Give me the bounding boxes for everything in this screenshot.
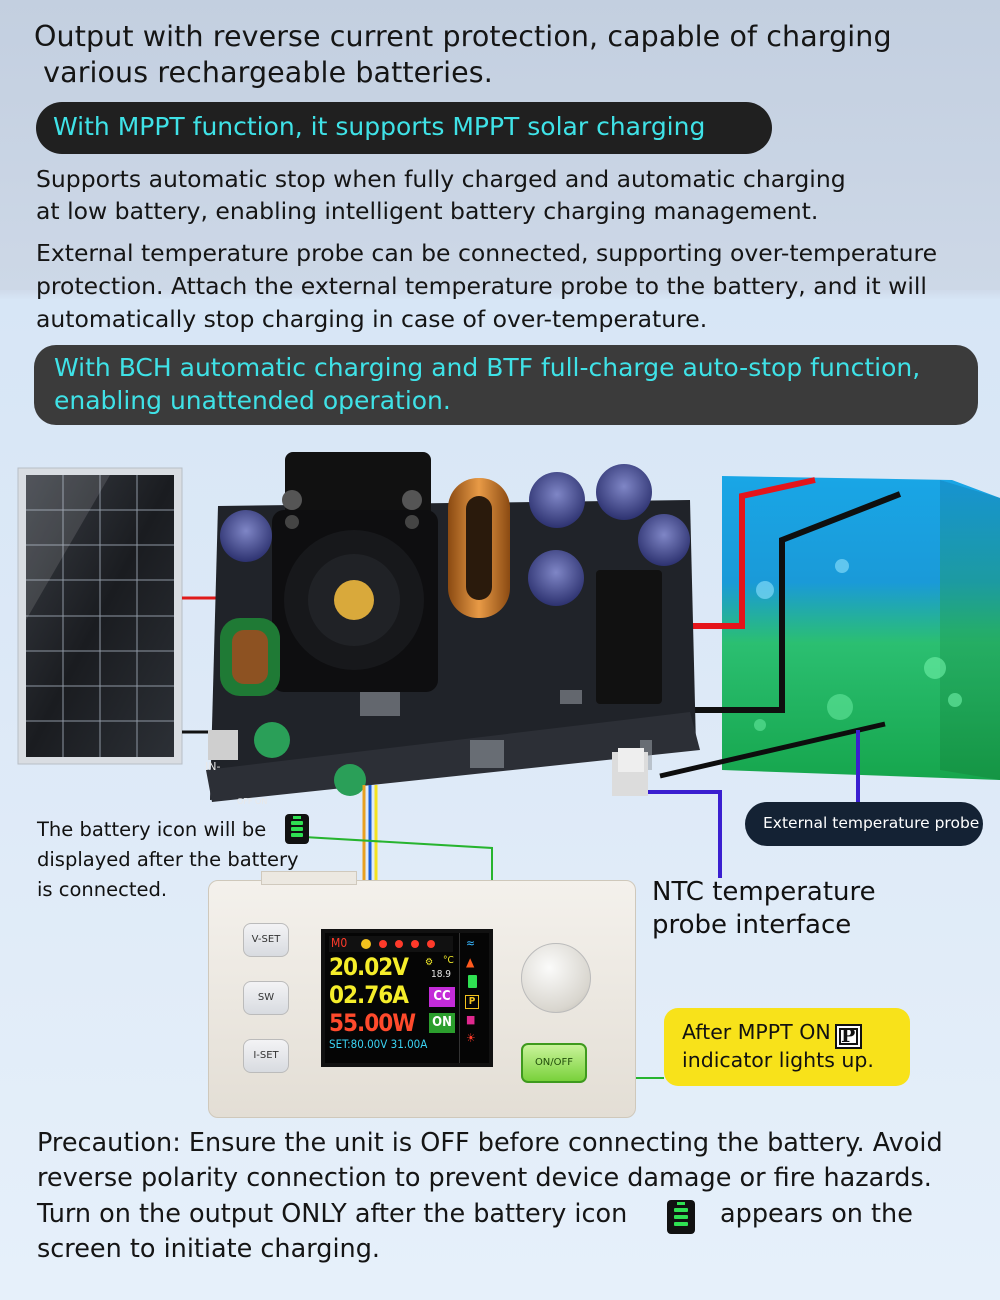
lcd-screen: M0 20.02V 02.76A 55.00W ⚙ °C 18.9 CC ON … bbox=[321, 929, 493, 1067]
sw-button[interactable]: SW bbox=[243, 981, 289, 1015]
header-line-1: Output with reverse current protection, … bbox=[34, 20, 892, 53]
product-illustration: IN- OFF ON bbox=[17, 452, 1000, 1079]
auto-stop-line-2: at low battery, enabling intelligent bat… bbox=[36, 197, 819, 225]
voltage-readout: 20.02V bbox=[329, 953, 409, 981]
battery-icon bbox=[285, 814, 309, 844]
v-set-button[interactable]: V-SET bbox=[243, 923, 289, 957]
precaution-line-2: reverse polarity connection to prevent d… bbox=[37, 1163, 932, 1193]
device-top-ear bbox=[261, 871, 357, 885]
temp-probe-line-2: protection. Attach the external temperat… bbox=[36, 272, 927, 300]
probe-cable bbox=[659, 721, 886, 779]
mode-indicator: M0 bbox=[331, 936, 348, 950]
precaution-line-1: Precaution: Ensure the unit is OFF befor… bbox=[37, 1128, 943, 1158]
mppt-note-text: After MPPT ON bbox=[682, 1020, 831, 1044]
mppt-p-icon: P bbox=[834, 1024, 862, 1049]
converter-board: IN- OFF ON bbox=[205, 452, 700, 806]
screen-divider bbox=[459, 933, 460, 1063]
output-negative-wire bbox=[675, 491, 902, 713]
cc-badge: CC bbox=[429, 987, 455, 1007]
mppt-p-indicator: P bbox=[465, 995, 479, 1009]
mppt-banner: With MPPT function, it supports MPPT sol… bbox=[36, 102, 772, 154]
screen-battery-icon bbox=[468, 975, 477, 988]
bch-banner-line-1: With BCH automatic charging and BTF full… bbox=[54, 353, 921, 382]
battery-pack bbox=[722, 476, 1000, 780]
auto-stop-line-1: Supports automatic stop when fully charg… bbox=[36, 165, 846, 193]
bch-banner-line-2: enabling unattended operation. bbox=[54, 386, 451, 415]
board-input-label: IN- bbox=[205, 760, 220, 773]
precaution-line-4: screen to initiate charging. bbox=[37, 1234, 380, 1264]
power-readout: 55.00W bbox=[329, 1009, 416, 1037]
led-5 bbox=[427, 940, 435, 948]
sun-icon: ☀ bbox=[466, 1031, 476, 1045]
bch-banner: With BCH automatic charging and BTF full… bbox=[34, 345, 978, 425]
battery-icon-caption-line-3: is connected. bbox=[37, 878, 168, 901]
led-3 bbox=[395, 940, 403, 948]
ntc-label-line-1: NTC temperature bbox=[652, 877, 876, 907]
status-bar bbox=[329, 936, 453, 952]
temp-probe-line-3: automatically stop charging in case of o… bbox=[36, 305, 708, 333]
temp-probe-line-1: External temperature probe can be connec… bbox=[36, 239, 938, 267]
header-line-2: various rechargeable batteries. bbox=[34, 56, 493, 89]
led-1 bbox=[361, 939, 371, 949]
mppt-banner-text: With MPPT function, it supports MPPT sol… bbox=[53, 112, 706, 141]
battery-icon-caption-line-1: The battery icon will be bbox=[37, 818, 267, 841]
solar-panel bbox=[17, 467, 183, 765]
precaution-line-3b: appears on the bbox=[720, 1199, 913, 1229]
signal-cable bbox=[362, 785, 378, 880]
output-positive-wire bbox=[675, 477, 816, 629]
external-probe-label-text: External temperature probe bbox=[763, 814, 980, 832]
precaution-battery-icon bbox=[667, 1200, 695, 1234]
on-off-button[interactable]: ON/OFF bbox=[521, 1043, 587, 1083]
ntc-label-line-2: probe interface bbox=[652, 910, 852, 940]
encoder-knob[interactable] bbox=[521, 943, 591, 1013]
i-set-button[interactable]: I-SET bbox=[243, 1039, 289, 1073]
precaution-line-3a: Turn on the output ONLY after the batter… bbox=[37, 1199, 628, 1229]
lock-icon: ■ bbox=[466, 1013, 476, 1026]
speaker-icon: ▲ bbox=[466, 955, 475, 969]
mppt-note-line-2: indicator lights up. bbox=[682, 1048, 874, 1072]
temp-unit: °C bbox=[443, 955, 454, 966]
board-switch-label: OFF ON bbox=[237, 797, 267, 806]
setpoint-readout: SET:80.00V 31.00A bbox=[329, 1037, 428, 1051]
wifi-icon: ≈ bbox=[466, 936, 476, 950]
external-probe-label: External temperature probe bbox=[745, 802, 983, 846]
led-2 bbox=[379, 940, 387, 948]
current-readout: 02.76A bbox=[329, 981, 409, 1009]
on-badge: ON bbox=[429, 1013, 455, 1033]
power-supply-unit: V-SET SW I-SET M0 20.02V 02.76A 55.00W ⚙… bbox=[208, 871, 636, 1118]
temp-readout: 18.9 bbox=[431, 969, 452, 980]
battery-icon-caption-line-2: displayed after the battery bbox=[37, 848, 299, 871]
led-4 bbox=[411, 940, 419, 948]
thermometer-icon: ⚙ bbox=[425, 957, 434, 968]
ntc-pointer bbox=[648, 790, 722, 878]
